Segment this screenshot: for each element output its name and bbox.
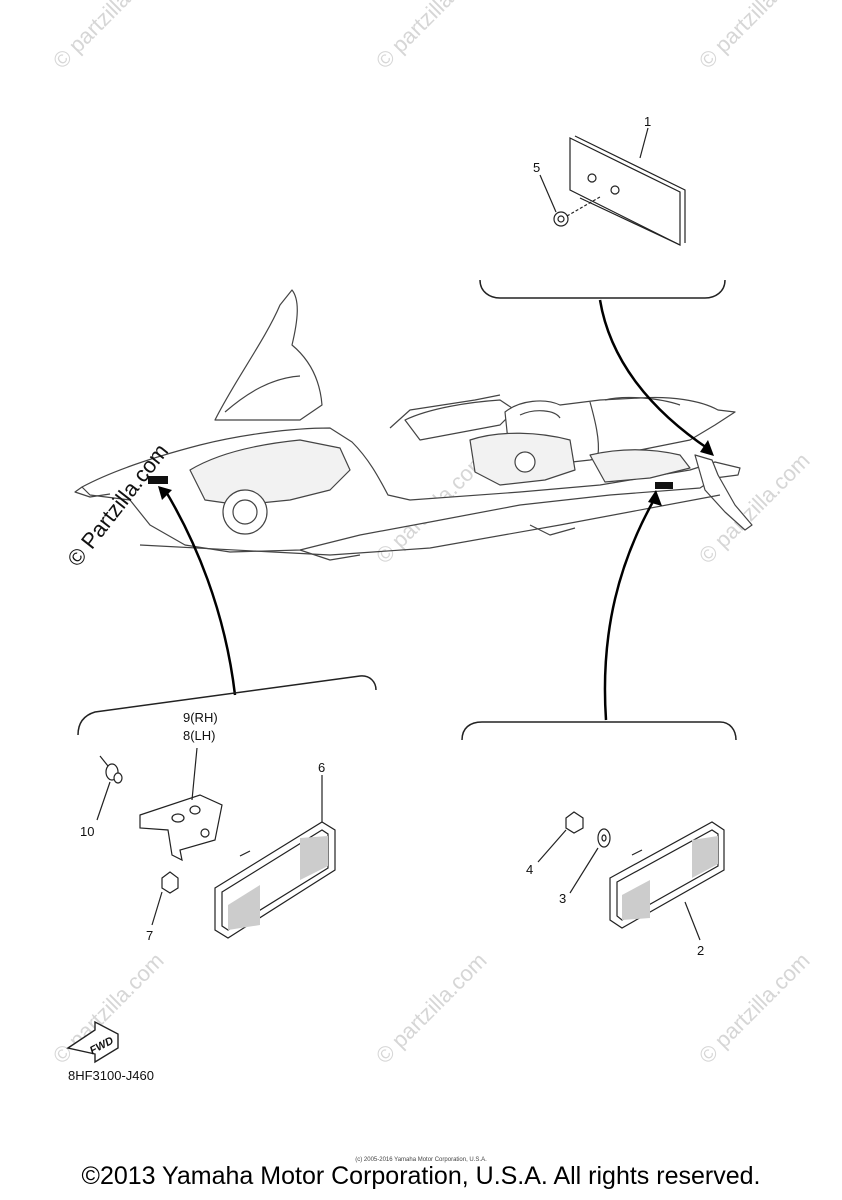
copyright-notice: ©2013 Yamaha Motor Corporation, U.S.A. A… [81,1162,761,1190]
micro-copyright: (c) 2005-2016 Yamaha Motor Corporation, … [355,1157,487,1163]
callout-5: 5 [533,160,540,175]
callout-8: 8(LH) [183,728,216,743]
watermark-text: © partzilla.com [371,0,492,74]
callout-9: 9(RH) [183,710,218,725]
callout-3: 3 [559,891,566,906]
watermark-text: © partzilla.com [694,948,815,1069]
callout-1: 1 [644,114,651,129]
detail-front-reflector [77,675,377,939]
watermark-text: © partzilla.com [371,948,492,1069]
callout-7: 7 [146,928,153,943]
forward-arrow-icon: FWD [66,1020,119,1064]
callout-10: 10 [80,824,94,839]
watermarks: © partzilla.com © partzilla.com © partzi… [48,0,815,1069]
watermark-text: © partzilla.com [48,0,169,74]
snowmobile-illustration [74,289,753,561]
callout-6: 6 [318,760,325,775]
arrow-left-to-front [163,489,237,696]
watermark-text: © partzilla.com [694,0,815,74]
callout-2: 2 [697,943,704,958]
diagram-code: 8HF3100-J460 [68,1068,154,1083]
detail-license-plate [479,127,726,299]
arrow-right-to-rear [603,497,657,721]
detail-rear-reflector [461,721,737,941]
callout-4: 4 [526,862,533,877]
arrow-top-to-rear [598,299,711,452]
